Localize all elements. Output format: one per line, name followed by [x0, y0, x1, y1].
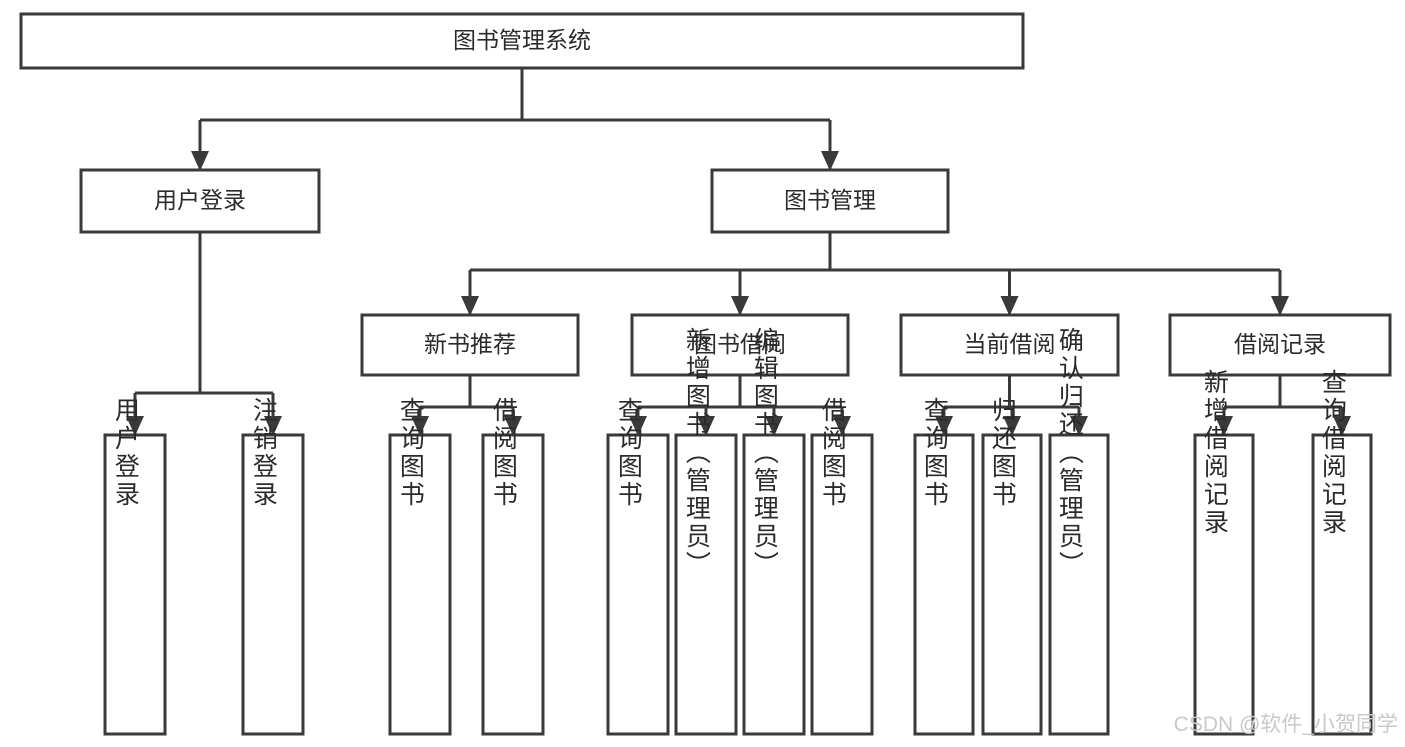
edge-arrowhead	[461, 296, 479, 316]
node-label-leaf-user-logout: 注销登录	[249, 397, 278, 509]
edge-arrowhead	[1333, 416, 1351, 436]
edges-layer	[126, 68, 1351, 436]
node-book-borrow[interactable]: 图书借阅	[630, 313, 850, 377]
node-label-leaf-add-book: 新增图书（管理员）	[682, 327, 711, 579]
node-box-leaf-add-book	[674, 433, 738, 736]
node-label-leaf-query-book-3: 查询图书	[920, 397, 949, 509]
edge-arrowhead	[1215, 416, 1233, 436]
node-leaf-query-record[interactable]: 查询借阅记录	[1311, 369, 1373, 736]
node-label-leaf-borrow-book-2: 借阅图书	[818, 397, 847, 509]
node-leaf-user-login[interactable]: 用户登录	[103, 397, 167, 736]
node-label-leaf-confirm-return: 确认归还（管理员）	[1055, 327, 1084, 579]
edge-arrowhead	[504, 416, 522, 436]
nodes-layer: 图书管理系统用户登录用户登录注销登录图书管理新书推荐查询图书借阅图书图书借阅查询…	[19, 12, 1392, 736]
node-undefined[interactable]: 图书管理系统	[19, 12, 1025, 70]
node-label-new-book-rec: 新书推荐	[424, 331, 516, 357]
node-box-leaf-user-logout	[241, 433, 305, 736]
node-leaf-query-book-2[interactable]: 查询图书	[606, 397, 670, 736]
edge-arrowhead	[126, 416, 144, 436]
node-label-undefined: 图书管理系统	[453, 27, 591, 53]
node-box-book-borrow	[630, 313, 850, 377]
node-leaf-user-logout[interactable]: 注销登录	[241, 397, 305, 736]
node-leaf-add-record[interactable]: 新增借阅记录	[1193, 369, 1255, 736]
node-leaf-borrow-book-1[interactable]: 借阅图书	[481, 397, 545, 736]
edge-arrowhead	[411, 416, 429, 436]
node-label-leaf-add-record: 新增借阅记录	[1200, 369, 1229, 537]
edge-arrowhead	[821, 151, 839, 171]
node-box-current-borrow	[899, 313, 1120, 377]
node-leaf-query-book-3[interactable]: 查询图书	[913, 397, 975, 736]
node-label-leaf-user-login: 用户登录	[111, 397, 140, 509]
node-label-book-manage: 图书管理	[784, 187, 876, 213]
node-box-undefined	[19, 12, 1025, 70]
node-box-user-login	[79, 168, 321, 234]
node-box-leaf-return-book	[981, 433, 1043, 736]
node-leaf-borrow-book-2[interactable]: 借阅图书	[810, 397, 874, 736]
edge-arrowhead	[765, 416, 783, 436]
node-label-leaf-return-book: 归还图书	[988, 397, 1017, 509]
node-label-borrow-record: 借阅记录	[1234, 331, 1326, 357]
node-label-leaf-query-book-1: 查询图书	[396, 397, 425, 509]
node-leaf-confirm-return[interactable]: 确认归还（管理员）	[1048, 327, 1110, 736]
edge-arrowhead	[833, 416, 851, 436]
node-leaf-query-book-1[interactable]: 查询图书	[388, 397, 452, 736]
node-box-leaf-borrow-book-2	[810, 433, 874, 736]
node-leaf-edit-book[interactable]: 编辑图书（管理员）	[742, 327, 806, 736]
edge-arrowhead	[935, 416, 953, 436]
edge-arrowhead	[1070, 416, 1088, 436]
node-box-leaf-edit-book	[742, 433, 806, 736]
node-label-current-borrow: 当前借阅	[964, 331, 1056, 357]
node-box-new-book-rec	[360, 313, 580, 377]
edge-arrowhead	[191, 151, 209, 171]
node-box-leaf-confirm-return	[1048, 433, 1110, 736]
node-label-leaf-query-record: 查询借阅记录	[1318, 369, 1347, 537]
csdn-watermark: CSDN @软件_小贺同学	[1174, 713, 1398, 736]
node-box-leaf-query-book-3	[913, 433, 975, 736]
edge-arrowhead	[731, 296, 749, 316]
edge-arrowhead	[264, 416, 282, 436]
node-box-leaf-query-book-2	[606, 433, 670, 736]
node-box-leaf-add-record	[1193, 433, 1255, 736]
node-user-login[interactable]: 用户登录	[79, 168, 321, 234]
node-box-leaf-borrow-book-1	[481, 433, 545, 736]
edge-arrowhead	[629, 416, 647, 436]
node-label-leaf-borrow-book-1: 借阅图书	[489, 397, 518, 509]
edge-arrowhead	[1003, 416, 1021, 436]
node-new-book-rec[interactable]: 新书推荐	[360, 313, 580, 377]
node-label-book-borrow: 图书借阅	[694, 331, 786, 357]
node-current-borrow[interactable]: 当前借阅	[899, 313, 1120, 377]
node-box-leaf-user-login	[103, 433, 167, 736]
node-label-leaf-edit-book: 编辑图书（管理员）	[750, 327, 779, 579]
node-borrow-record[interactable]: 借阅记录	[1168, 313, 1392, 377]
node-label-user-login: 用户登录	[154, 187, 246, 213]
node-box-borrow-record	[1168, 313, 1392, 377]
node-label-leaf-query-book-2: 查询图书	[614, 397, 643, 509]
node-box-leaf-query-record	[1311, 433, 1373, 736]
node-box-book-manage	[710, 168, 950, 234]
node-leaf-add-book[interactable]: 新增图书（管理员）	[674, 327, 738, 736]
node-box-leaf-query-book-1	[388, 433, 452, 736]
edge-arrowhead	[1000, 296, 1019, 316]
node-book-manage[interactable]: 图书管理	[710, 168, 950, 234]
node-leaf-return-book[interactable]: 归还图书	[981, 397, 1043, 736]
edge-arrowhead	[697, 416, 715, 436]
edge-arrowhead	[1271, 296, 1289, 316]
